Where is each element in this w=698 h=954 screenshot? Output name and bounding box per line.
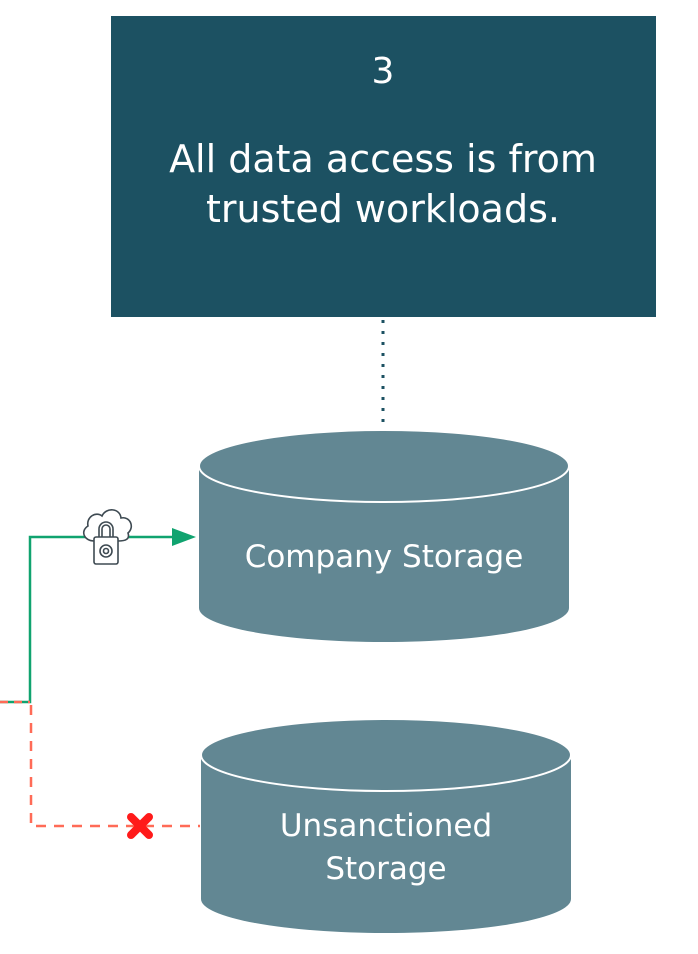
unsanctioned-storage-label-line-1: Unsanctioned	[280, 808, 492, 844]
principle-text-line-1: All data access is from	[169, 137, 597, 181]
cylinder-body	[201, 755, 571, 933]
allowed-connection-line	[0, 535, 175, 704]
blocked-connection-line	[29, 705, 200, 828]
blocked-connection	[0, 700, 200, 839]
x-mark-icon	[127, 813, 153, 839]
principle-number: 3	[372, 51, 395, 92]
cloud-lock-icon	[82, 509, 133, 565]
company-storage-label: Company Storage	[245, 539, 524, 575]
company-storage-cylinder[interactable]: Company Storage	[198, 429, 570, 642]
principle-text-line-2: trusted workloads.	[206, 187, 560, 231]
arrowhead-icon	[172, 528, 196, 546]
principle-box: 3 All data access is from trusted worklo…	[111, 16, 656, 317]
cylinder-top	[198, 429, 570, 503]
cylinder-top	[200, 718, 572, 792]
cylinder-body	[199, 466, 569, 642]
unsanctioned-storage-cylinder[interactable]: Unsanctioned Storage	[200, 718, 572, 933]
unsanctioned-storage-label-line-2: Storage	[325, 851, 446, 887]
principle-box-background	[111, 16, 656, 317]
